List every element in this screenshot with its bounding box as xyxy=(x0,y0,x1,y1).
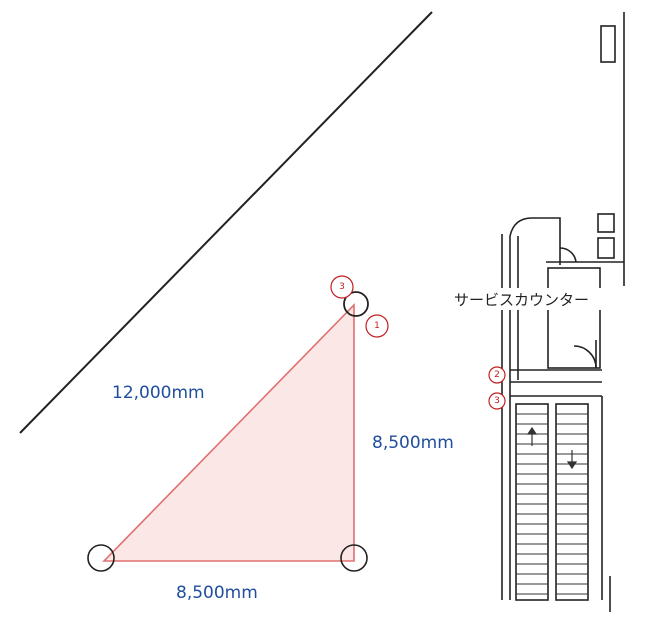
svg-text:1: 1 xyxy=(374,321,380,331)
service-counter-label: サービスカウンター xyxy=(454,291,589,309)
svg-text:3: 3 xyxy=(339,282,345,292)
horizontal-dimension-label: 8,500mm xyxy=(176,583,258,603)
stair-direction-arrows xyxy=(526,426,578,470)
svg-text:2: 2 xyxy=(494,370,500,380)
diagonal-wall-line xyxy=(19,11,433,434)
service-counter-label-bg xyxy=(452,288,648,310)
corner-circle-bottom-left xyxy=(87,544,115,572)
building-outline xyxy=(501,12,625,612)
marker-top-right: 1 xyxy=(365,314,389,338)
corner-circle-top xyxy=(343,291,369,317)
marker-top-left: 3 xyxy=(330,275,354,299)
marker-side-lower: 3 xyxy=(488,392,506,410)
svg-text:3: 3 xyxy=(494,396,500,406)
vertical-dimension-label: 8,500mm xyxy=(372,433,454,453)
measurement-triangle xyxy=(102,303,355,562)
marker-side-upper: 2 xyxy=(488,366,506,384)
stair-treads xyxy=(516,413,588,595)
hypotenuse-dimension-label: 12,000mm xyxy=(112,383,205,403)
corner-circle-bottom-right xyxy=(340,544,368,572)
